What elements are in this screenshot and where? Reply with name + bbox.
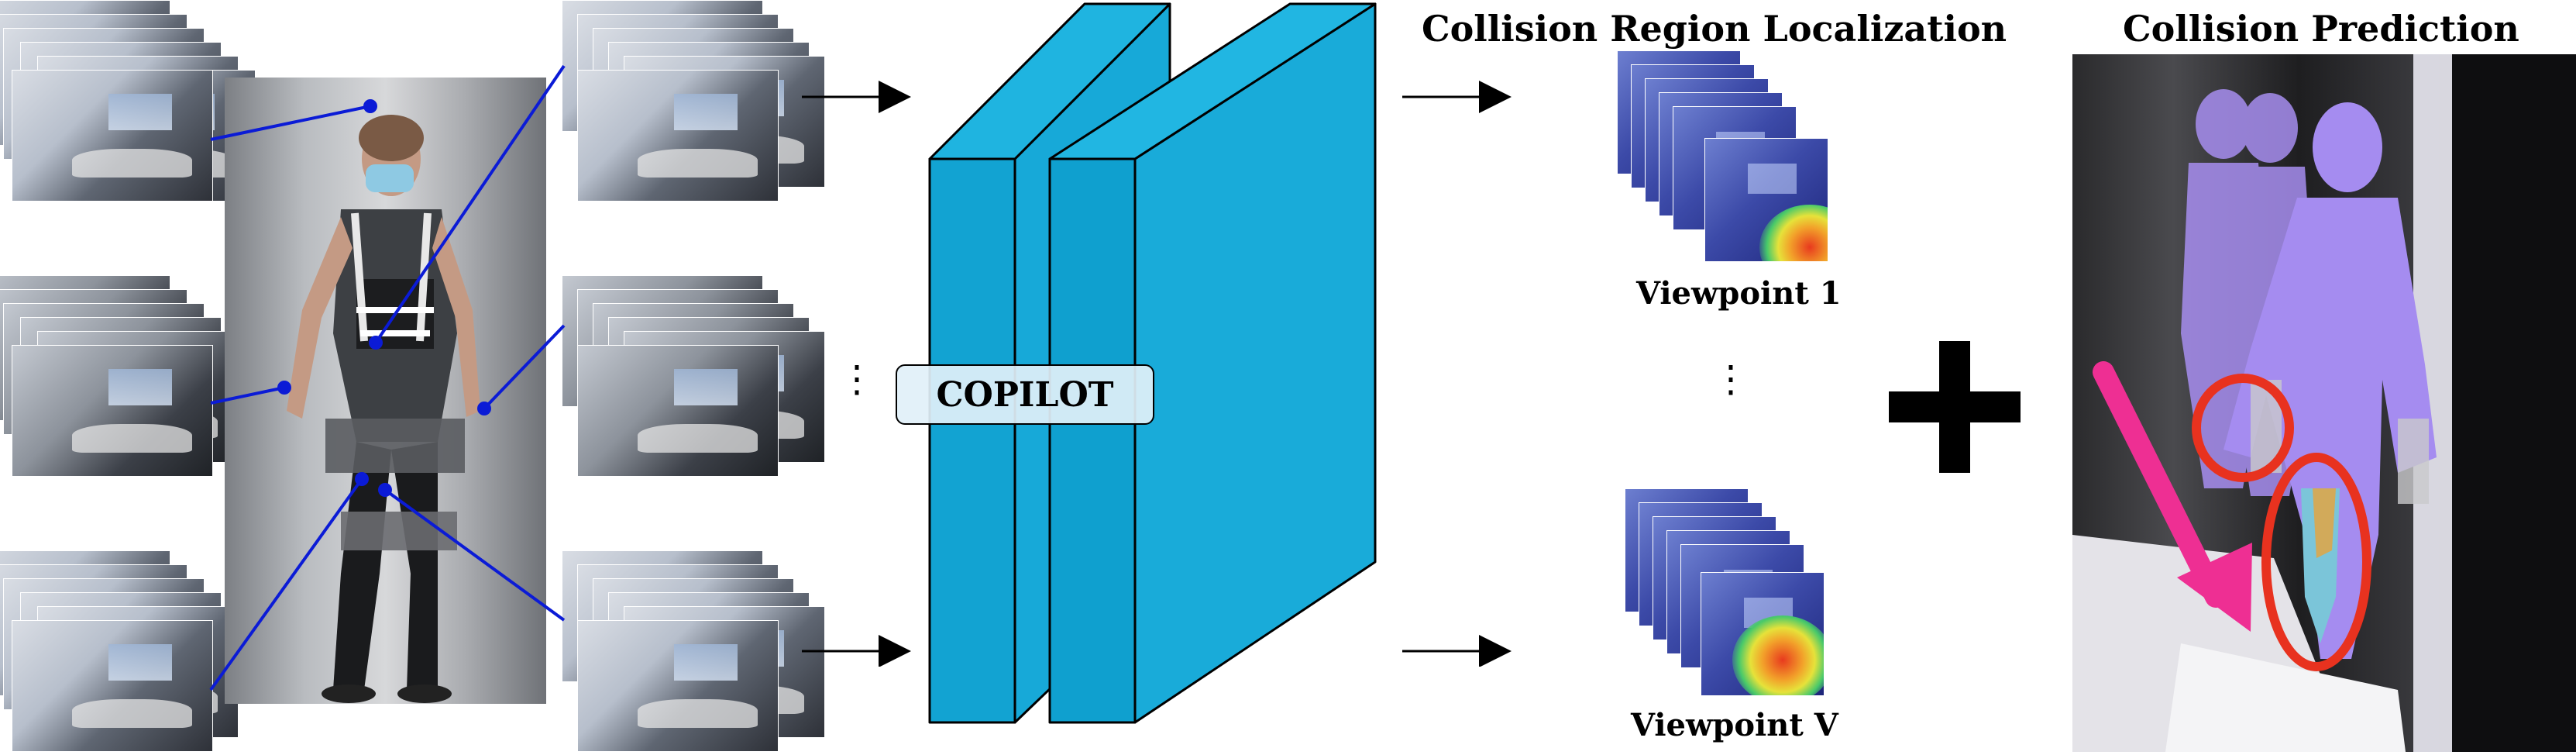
connector-joint [369, 336, 383, 350]
network-block-front-front [1048, 157, 1137, 724]
connector-joint [363, 99, 377, 113]
human-mesh-main [2223, 102, 2437, 659]
connector-joint [277, 381, 291, 395]
viewpoint-label-1: Viewpoint 1 [1636, 275, 1842, 312]
connector-joint [355, 472, 369, 486]
vertical-ellipsis-viewpoints: ⋮ [1712, 357, 1749, 401]
video-frame [577, 620, 779, 752]
input-arrows [802, 81, 911, 667]
network-blocks [928, 2, 1377, 724]
collision-circle-leg [2261, 453, 2371, 671]
model-label-box: COPILOT [896, 364, 1154, 425]
viewpoint-label-v: Viewpoint V [1631, 707, 1838, 743]
connector-line [210, 386, 285, 405]
connector-line [374, 64, 566, 344]
vertical-ellipsis-input: ⋮ [838, 357, 875, 401]
camera-connector-lines [209, 64, 566, 691]
connector-joint [378, 483, 392, 497]
video-frame [12, 70, 213, 202]
network-block-back-front [928, 157, 1016, 724]
exoskeleton-person-photo [225, 78, 546, 704]
connector-joint [477, 402, 491, 415]
connector-line [483, 324, 566, 410]
model-label: COPILOT [936, 374, 1114, 415]
connector-line [210, 105, 371, 141]
collision-circle-hand [2192, 374, 2294, 482]
video-frame [577, 70, 779, 202]
video-frame [577, 345, 779, 477]
connector-line [383, 488, 566, 622]
localization-heading: Collision Region Localization [1422, 8, 2007, 50]
heatmap-frame-front [1701, 572, 1825, 696]
video-frame [12, 345, 213, 477]
direction-arrow-shaft [2093, 361, 2227, 608]
output-arrows [1402, 81, 1512, 667]
collision-heat-blob [1732, 615, 1824, 695]
prediction-scene [2072, 54, 2576, 752]
collision-heat-blob [1759, 205, 1828, 261]
prediction-heading: Collision Prediction [2123, 8, 2519, 50]
connector-line [209, 477, 363, 691]
person-figure [287, 115, 480, 703]
plus-icon [1889, 341, 2021, 473]
heatmap-frame-front [1704, 138, 1828, 262]
direction-arrow-head-icon [2177, 543, 2252, 632]
collision-prediction-render [2072, 54, 2576, 752]
